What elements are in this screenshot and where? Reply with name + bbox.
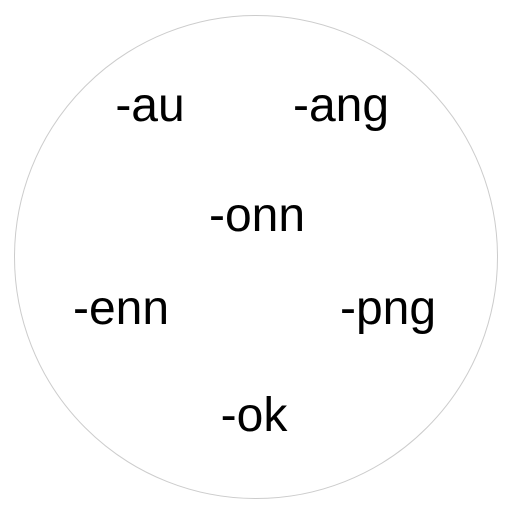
- term-au: -au: [115, 79, 185, 132]
- term-enn: -enn: [72, 282, 170, 335]
- term-onn: -onn: [208, 189, 306, 242]
- term-ok: -ok: [220, 389, 288, 442]
- term-ang: -ang: [292, 79, 390, 132]
- term-png: -png: [339, 282, 437, 335]
- enclosing-circle: [14, 15, 498, 499]
